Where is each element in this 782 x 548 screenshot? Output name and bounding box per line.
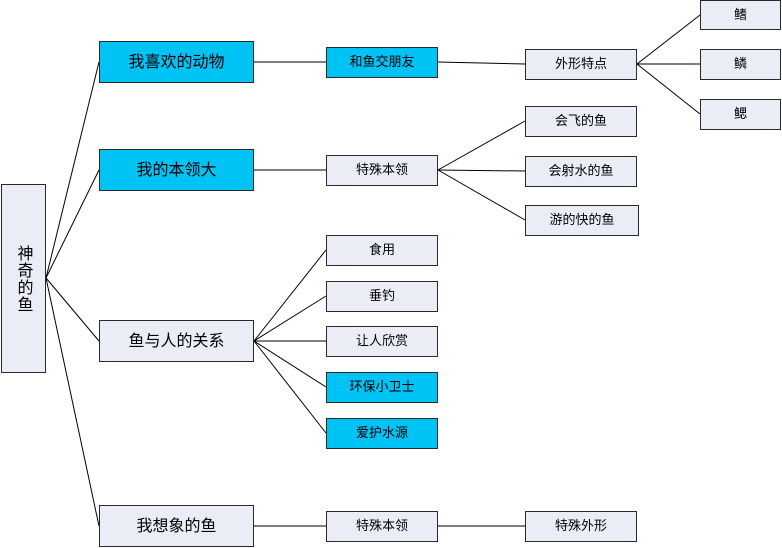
node-fishing: 垂钓 <box>326 281 438 312</box>
node-gill: 鳃 <box>700 99 781 130</box>
node-appreciation: 让人欣赏 <box>326 326 438 357</box>
node-imagined-fish: 我想象的鱼 <box>99 505 254 547</box>
node-fast-swimming-fish: 游的快的鱼 <box>525 205 639 236</box>
root-node: 神奇的鱼 <box>1 184 46 373</box>
node-fish-human-relation: 鱼与人的关系 <box>99 320 254 362</box>
root-node-label: 神奇的鱼 <box>14 244 34 313</box>
node-my-great-skill: 我的本领大 <box>99 149 254 191</box>
node-appearance-features: 外形特点 <box>525 49 637 80</box>
node-protect-water: 爱护水源 <box>326 418 438 449</box>
node-imagined-special-skill: 特殊本领 <box>326 511 438 542</box>
node-my-favorite-animal: 我喜欢的动物 <box>99 41 254 83</box>
node-archer-fish: 会射水的鱼 <box>525 156 637 187</box>
node-edible: 食用 <box>326 235 438 266</box>
node-fin: 鳍 <box>700 0 781 30</box>
node-flying-fish: 会飞的鱼 <box>525 106 637 137</box>
node-make-friends-with-fish: 和鱼交朋友 <box>326 47 438 78</box>
node-special-skill: 特殊本领 <box>326 155 438 186</box>
node-environmental-guardian: 环保小卫士 <box>326 372 438 403</box>
node-scale: 鳞 <box>700 49 781 80</box>
node-special-shape: 特殊外形 <box>525 511 637 542</box>
